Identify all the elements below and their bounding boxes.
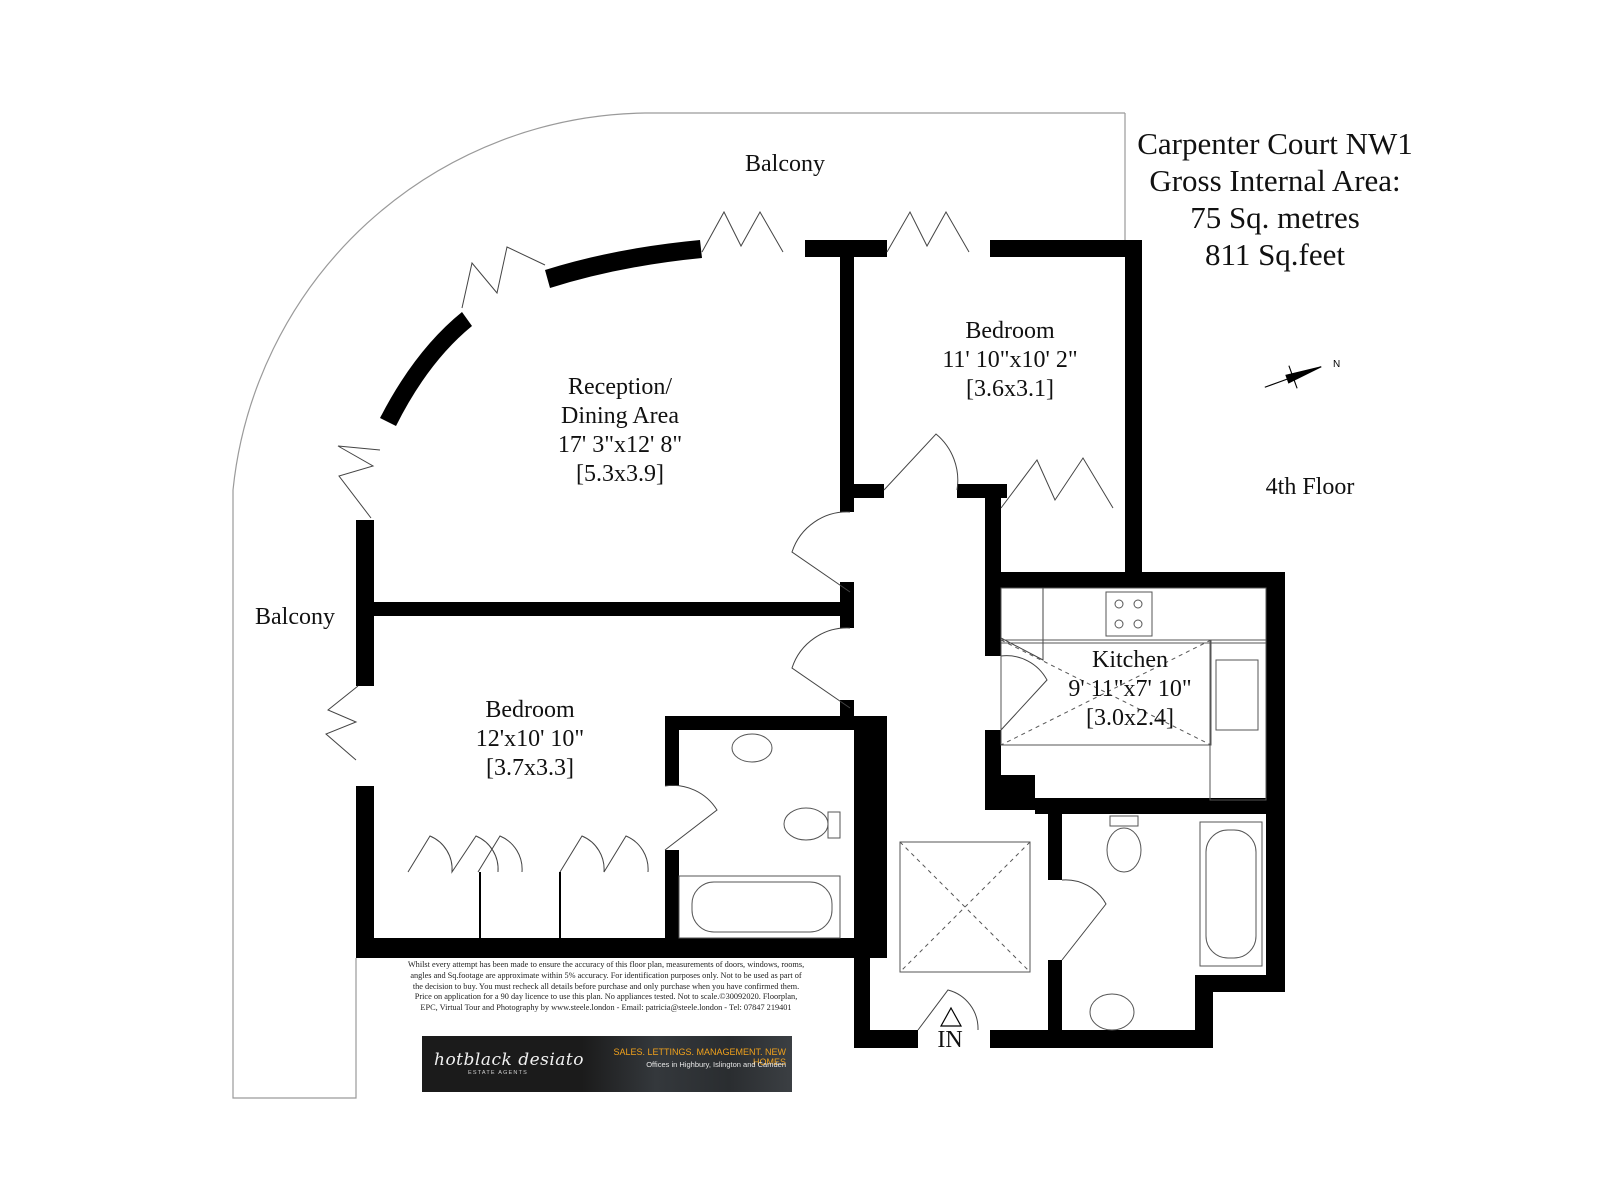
room-label-reception: Reception/ Dining Area 17' 3"x12' 8" [5.… xyxy=(510,373,730,489)
room-name: Bedroom xyxy=(965,318,1055,344)
walls xyxy=(356,240,1285,1048)
kitchen-fittings xyxy=(1000,587,1267,801)
basin-icon xyxy=(731,733,773,763)
hob-icon xyxy=(1105,591,1153,637)
agent-brand-logo: hotblack desiato xyxy=(434,1050,585,1070)
disclaimer-line: EPC, Virtual Tour and Photography by www… xyxy=(420,1003,792,1013)
area-metric: 75 Sq. metres xyxy=(1190,200,1360,235)
agent-services: SALES. LETTINGS. MANAGEMENT. NEW HOMES xyxy=(613,1047,786,1067)
sink-icon xyxy=(1215,659,1259,731)
balcony-left-label: Balcony xyxy=(255,604,335,630)
room-label-kitchen: Kitchen 9' 11"x7' 10" [3.0x2.4] xyxy=(1030,646,1230,733)
balcony-outline xyxy=(232,112,1125,1099)
stair-void xyxy=(899,841,1031,973)
doors-and-windows xyxy=(325,210,1114,1031)
property-title-block: Carpenter Court NW1 Gross Internal Area:… xyxy=(1125,125,1425,273)
agent-banner: hotblack desiato ESTATE AGENTS SALES. LE… xyxy=(422,1036,792,1092)
room-name: Kitchen xyxy=(1092,647,1168,673)
area-label: Gross Internal Area: xyxy=(1149,163,1401,198)
disclaimer: Whilst every attempt has been made to en… xyxy=(388,960,824,1014)
room-dimensions-metric: [3.7x3.3] xyxy=(486,755,574,781)
room-label-bedroom-1: Bedroom 11' 10"x10' 2" [3.6x3.1] xyxy=(900,317,1120,404)
room-name: Bedroom xyxy=(485,697,575,723)
property-name: Carpenter Court NW1 xyxy=(1137,126,1413,161)
disclaimer-line: Price on application for a 90 day licenc… xyxy=(414,992,798,1002)
room-dimensions: 11' 10"x10' 2" xyxy=(942,347,1078,373)
compass-icon xyxy=(1264,365,1322,389)
agent-brand-subtitle: ESTATE AGENTS xyxy=(468,1070,529,1076)
floor-level: 4th Floor xyxy=(1265,474,1355,500)
disclaimer-line: Whilst every attempt has been made to en… xyxy=(407,960,805,969)
toilet-icon xyxy=(783,807,829,841)
balcony-top-label: Balcony xyxy=(745,151,825,177)
room-dimensions: 9' 11"x7' 10" xyxy=(1068,676,1192,702)
bathroom-fittings xyxy=(678,733,1263,1031)
room-name: Dining Area xyxy=(561,403,679,429)
disclaimer-line: angles and Sq.footage are approximate wi… xyxy=(410,970,802,980)
bathtub-icon xyxy=(678,875,841,939)
compass-north-label: N xyxy=(1333,359,1340,370)
room-name: Reception/ xyxy=(568,374,672,400)
entrance-arrow-icon xyxy=(939,1006,963,1027)
room-dimensions-metric: [3.6x3.1] xyxy=(966,376,1054,402)
disclaimer-line: the decision to buy. You must recheck al… xyxy=(412,981,800,991)
room-dimensions: 17' 3"x12' 8" xyxy=(557,432,683,458)
banner-city-image xyxy=(582,1036,792,1092)
room-label-bedroom-2: Bedroom 12'x10' 10" [3.7x3.3] xyxy=(420,696,640,783)
entrance-label: IN xyxy=(937,1027,963,1053)
agent-offices: Offices in Highbury, Islington and Camde… xyxy=(646,1060,786,1069)
area-imperial: 811 Sq.feet xyxy=(1204,237,1346,272)
room-dimensions-metric: [3.0x2.4] xyxy=(1086,705,1174,731)
room-dimensions-metric: [5.3x3.9] xyxy=(576,461,664,487)
room-dimensions: 12'x10' 10" xyxy=(475,726,585,752)
